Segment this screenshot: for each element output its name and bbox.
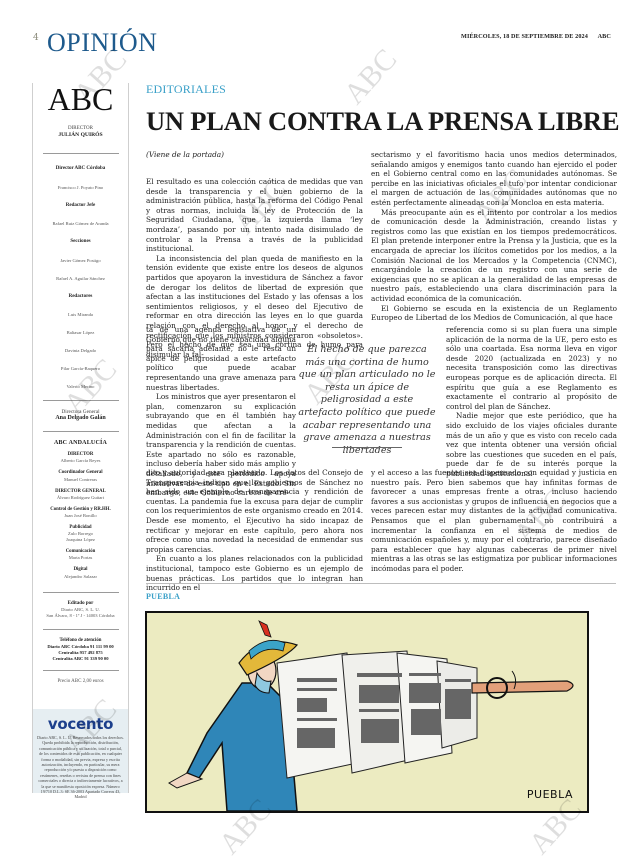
paragraph: Nadie mejor que este periódico, que ha s… — [446, 411, 617, 478]
director-label: DIRECTOR — [68, 126, 93, 131]
paragraph: La inconsistencia del plan queda de mani… — [146, 253, 363, 359]
paragraph: El Gobierno se escuda en la existencia d… — [371, 303, 617, 323]
andalucia-name: Marta Portas — [68, 555, 93, 561]
headline: UN PLAN CONTRA LA PRENSA LIBRE — [146, 106, 620, 136]
watermark: ABC — [337, 42, 404, 111]
page-number: 4 — [33, 33, 39, 43]
date: MIÉRCOLES, 18 DE SEPTIEMBRE DE 2024 — [461, 33, 588, 40]
paragraph: sectarismo y el favoritismo hacia unos m… — [371, 150, 617, 207]
andalucia-role: DIRECTOR — [67, 452, 94, 458]
andalucia-role: Control de Gestión y RR.HH. — [50, 506, 111, 512]
vocento-logo: vocento — [47, 715, 114, 733]
staff-name: Rafael A. Aguilar Sánchez — [56, 275, 105, 281]
staff-name: Francisco J. Poyato Pino — [57, 184, 104, 190]
andalucia-name: Juan José Bonillo — [64, 512, 97, 518]
divider — [42, 670, 119, 672]
phone-line: Centralita 957 492 875 — [58, 650, 103, 656]
abc-logo: ABC — [47, 81, 114, 117]
legal-notice: Diario ABC, S. L. U. Reservados todos lo… — [37, 735, 124, 800]
article-column-2-narrow: referencia como si su plan fuera una sim… — [446, 325, 617, 479]
pull-quote-rule — [332, 447, 402, 448]
andalucia-name: Alberto García Reyes — [60, 458, 101, 464]
divider — [42, 628, 119, 630]
section-title: OPINIÓN — [47, 28, 158, 57]
andalucia-name: Álvaro Rodríguez Guitart — [56, 494, 105, 500]
phone-line: Centralita ABC 91 339 90 00 — [52, 656, 109, 662]
kicker: EDITORIALES — [146, 82, 226, 96]
divider — [42, 153, 119, 155]
general-director-name: Ana Delgado Galán — [55, 415, 106, 422]
vocento-box: vocento Diario ABC, S. L. U. Reservados … — [33, 709, 128, 799]
article-column-2-bottom: y el acceso a las fuentes sea dispensado… — [371, 468, 617, 574]
andalucia-name: Manuel Contreras — [63, 476, 98, 482]
staff-role: Secciones — [70, 239, 91, 245]
article-column-2-top: sectarismo y el favoritismo hacia unos m… — [371, 150, 617, 323]
section-divider — [146, 583, 616, 584]
director-name: JULIÁN QUIRÓS — [58, 132, 103, 138]
price: Precio ABC 2,00 euros — [57, 679, 104, 685]
divider — [42, 591, 119, 593]
editorial-cartoon: PUEBLA — [145, 611, 589, 813]
general-director-label: Directora General — [61, 408, 100, 415]
paragraph: En cuanto a los planes relacionados con … — [146, 554, 363, 593]
paragraph: dito y autoridad para plantearlo. Los da… — [146, 468, 363, 554]
staff-name: Rafael Ruiz Gómez de Aranda — [52, 221, 109, 227]
dateline: MIÉRCOLES, 18 DE SEPTIEMBRE DE 2024 ABC — [461, 33, 611, 40]
staff-name: Baltasar López — [66, 330, 95, 336]
staff-role: Director ABC Córdoba — [55, 166, 106, 172]
article-column-1-top: El resultado es una colección caótica de… — [146, 177, 363, 359]
publisher-name: Diario ABC, S. L. U. — [61, 607, 100, 613]
paragraph: El resultado es una colección caótica de… — [146, 177, 363, 254]
divider — [42, 431, 119, 433]
divider — [42, 399, 119, 401]
cartoon-label: PUEBLA — [146, 592, 181, 601]
paragraph: y el acceso a las fuentes sea dispensado… — [371, 468, 617, 573]
phones-label: Teléfono de atención — [59, 637, 102, 643]
publisher-address: San Álvaro, 8 - 1º J - 14003 Córdoba — [46, 612, 115, 618]
staff-name: Valerio Merino — [66, 384, 95, 390]
andalucia-role: Publicidad — [69, 524, 92, 530]
andalucia-role: Coordinador General — [58, 470, 103, 476]
andalucia-title: ABC ANDALUCÍA — [53, 440, 108, 447]
staff-name: Davinia Delgado — [64, 348, 97, 354]
publisher-label: Editado por — [67, 600, 94, 606]
andalucia-name: Alejandro Salazar — [63, 573, 98, 579]
article-column-1-bottom: dito y autoridad para plantearlo. Los da… — [146, 468, 363, 593]
continued-note: (Viene de la portada) — [146, 150, 224, 159]
paragraph: ta de una agenda legislativa de un Gobie… — [146, 325, 296, 392]
andalucia-role: Comunicación — [65, 549, 96, 555]
staff-role: Redactor Jefe — [65, 202, 96, 208]
phone-line: Diario ABC Córdoba 91 111 99 00 — [47, 644, 114, 650]
paragraph: Más preocupante aún es el intento por co… — [371, 207, 617, 303]
cartoon-signature: PUEBLA — [526, 788, 573, 801]
staff-name: Pilar García-Baquero — [60, 366, 101, 372]
cartoon-illustration — [168, 620, 574, 811]
paragraph: Los ministros que ayer presentaron el pl… — [146, 392, 296, 498]
publication-name: ABC — [597, 33, 611, 40]
pull-quote: El hecho de que parezca más una cortina … — [298, 344, 436, 456]
andalucia-role: DIRECTOR GENERAL — [55, 488, 106, 494]
andalucia-name: Zulo Borrego — [68, 531, 93, 537]
andalucia-role: Digital — [73, 567, 88, 573]
masthead-column: ABC DIRECTOR JULIÁN QUIRÓS Director ABC … — [32, 81, 129, 799]
staff-name: Luis Miranda — [68, 312, 93, 318]
andalucia-name: Joaquina López — [66, 537, 95, 543]
staff-name: Javier Gómez Postigo — [60, 257, 101, 263]
paragraph: referencia como si su plan fuera una sim… — [446, 325, 617, 411]
staff-role: Redactores — [68, 293, 93, 299]
article-column-1-narrow: ta de una agenda legislativa de un Gobie… — [146, 325, 296, 498]
